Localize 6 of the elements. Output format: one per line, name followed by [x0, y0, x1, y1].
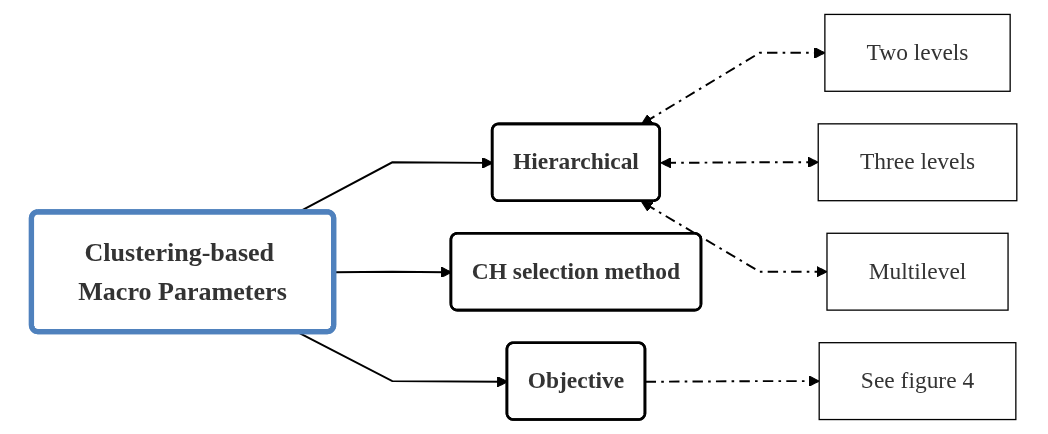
- node-box: Two levels: [824, 13, 1011, 92]
- node-box: See figure 4: [818, 342, 1017, 421]
- arrow: [644, 375, 820, 387]
- node-box: Three levels: [817, 123, 1018, 202]
- node-box: Multilevel: [826, 232, 1009, 311]
- arrow: [660, 156, 819, 169]
